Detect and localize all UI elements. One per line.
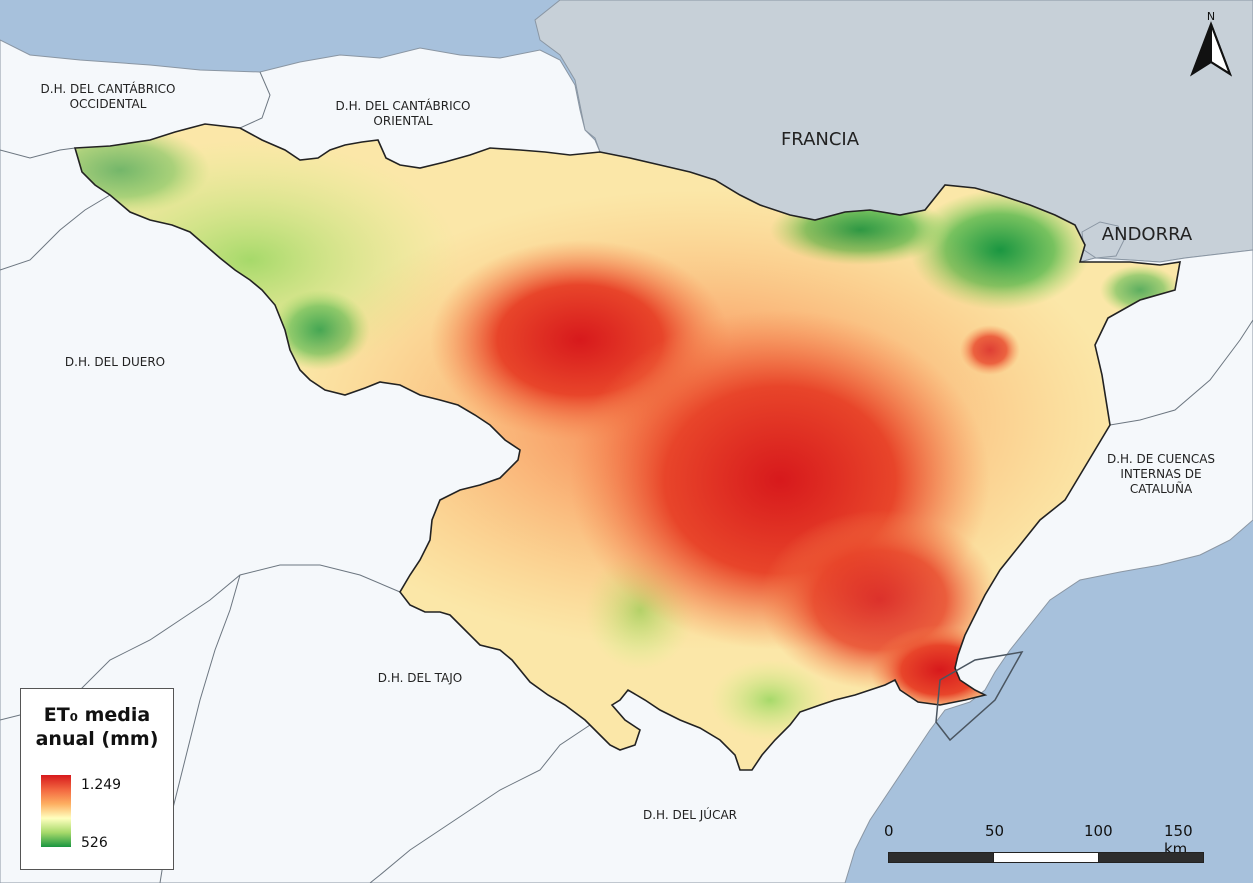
north-arrow-icon — [1190, 21, 1232, 77]
label-cantabrico-oriental: D.H. DEL CANTÁBRICO ORIENTAL — [335, 99, 471, 128]
scale-tick-50: 50 — [985, 822, 1005, 840]
label-duero: D.H. DEL DUERO — [64, 355, 166, 369]
scale-tick-100: 100 — [1084, 822, 1113, 840]
label-francia: FRANCIA — [780, 129, 860, 150]
label-andorra: ANDORRA — [1101, 224, 1193, 245]
legend-panel: ET₀ media anual (mm) 1.249 526 — [20, 688, 174, 870]
legend-min-value: 526 — [81, 835, 108, 851]
label-tajo: D.H. DEL TAJO — [377, 671, 463, 685]
scale-segment-2 — [993, 852, 1099, 863]
label-cantabrico-occidental: D.H. DEL CANTÁBRICO OCCIDENTAL — [40, 82, 176, 111]
scale-bar: 0 50 100 150 km — [872, 822, 1218, 866]
legend-max-value: 1.249 — [81, 777, 122, 793]
scale-tick-0: 0 — [884, 822, 894, 840]
scale-segment-1 — [888, 852, 994, 863]
legend-title: ET₀ media anual (mm) — [35, 704, 159, 750]
label-cataluna: D.H. DE CUENCAS INTERNAS DE CATALUÑA — [1106, 452, 1216, 496]
scale-segment-3 — [1098, 852, 1204, 863]
legend-color-ramp — [41, 775, 71, 847]
north-letter: N — [1206, 10, 1216, 23]
label-jucar: D.H. DEL JÚCAR — [642, 808, 738, 822]
north-arrow: N — [1188, 10, 1234, 82]
